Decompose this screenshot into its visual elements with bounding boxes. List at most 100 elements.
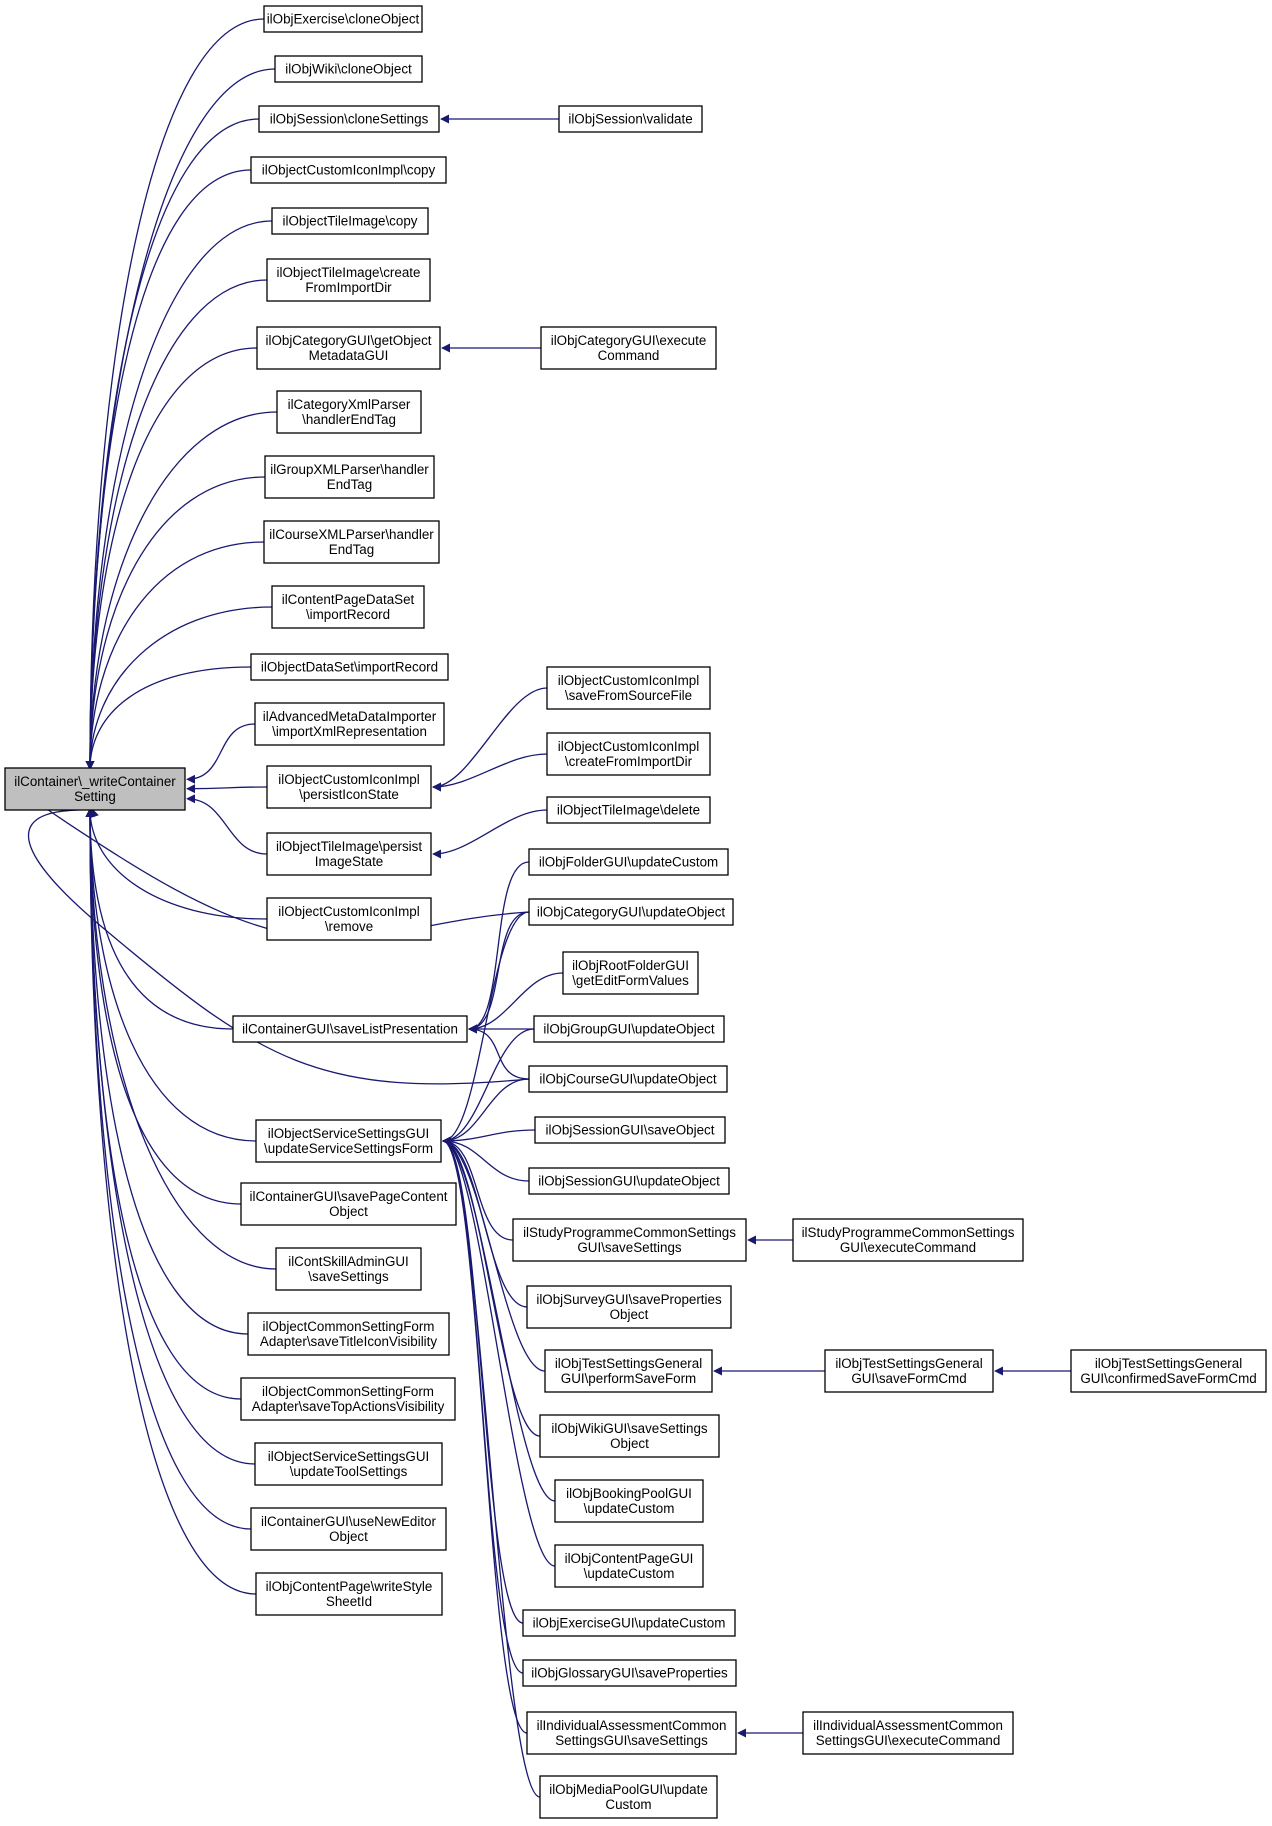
function-node[interactable]: ilObjGlossaryGUI\saveProperties [522, 1659, 737, 1687]
node-box [824, 1349, 994, 1393]
function-node[interactable]: ilGroupXMLParser\handlerEndTag [264, 455, 435, 499]
node-box [276, 390, 422, 434]
function-node[interactable]: ilObjTestSettingsGeneralGUI\confirmedSav… [1070, 1349, 1267, 1393]
node-box [534, 1116, 726, 1144]
function-node[interactable]: ilStudyProgrammeCommonSettingsGUI\saveSe… [512, 1218, 747, 1262]
function-node[interactable]: ilObjectServiceSettingsGUI\updateToolSet… [254, 1442, 443, 1486]
node-label: Object [329, 1204, 368, 1219]
node-label: ImageState [315, 854, 383, 869]
edge-arrow [186, 794, 268, 855]
function-node[interactable]: ilObjBookingPoolGUI\updateCustom [554, 1479, 704, 1523]
function-node[interactable]: ilObjSessionGUI\saveObject [534, 1116, 726, 1144]
function-node[interactable]: ilCourseXMLParser\handlerEndTag [263, 520, 440, 564]
node-label: \createFromImportDir [565, 754, 693, 769]
node-label: Setting [74, 789, 116, 804]
function-node[interactable]: ilIndividualAssessmentCommonSettingsGUI\… [526, 1711, 737, 1755]
node-label: ilObjectCustomIconImpl [278, 772, 419, 787]
function-node[interactable]: ilObjTestSettingsGeneralGUI\performSaveF… [544, 1349, 713, 1393]
function-node[interactable]: ilObjWiki\cloneObject [274, 55, 423, 83]
node-label: Command [598, 348, 660, 363]
function-node[interactable]: ilObjectCustomIconImpl\createFromImportD… [546, 732, 711, 776]
node-label: ilObjGlossaryGUI\saveProperties [531, 1666, 728, 1681]
node-box [526, 1285, 732, 1329]
function-node[interactable]: ilObjSessionGUI\updateObject [528, 1167, 730, 1195]
function-node[interactable]: ilObjectCustomIconImpl\saveFromSourceFil… [546, 666, 711, 710]
function-node[interactable]: ilObjFolderGUI\updateCustom [528, 848, 729, 876]
edge-arrow [85, 18, 265, 770]
node-label: GUI\executeCommand [840, 1240, 976, 1255]
function-node[interactable]: ilObjectCustomIconImpl\remove [266, 897, 432, 941]
function-node[interactable]: ilObjContentPageGUI\updateCustom [554, 1544, 704, 1588]
function-node[interactable]: ilContentPageDataSet\importRecord [271, 585, 425, 629]
node-box [558, 105, 703, 133]
edge-arrow [85, 808, 249, 1335]
function-node[interactable]: ilObjExerciseGUI\updateCustom [522, 1609, 736, 1637]
node-box [512, 1218, 747, 1262]
node-label: Adapter\saveTitleIconVisibility [260, 1334, 437, 1349]
function-node[interactable]: ilObjectCustomIconImpl\copy [250, 156, 447, 184]
node-label: ilObjBookingPoolGUI [566, 1486, 692, 1501]
function-node[interactable]: ilObjectCustomIconImpl\persistIconState [266, 765, 432, 809]
edge-arrow [85, 808, 268, 920]
function-node[interactable]: ilObjectTileImage\delete [546, 796, 711, 824]
node-label: \importXmlRepresentation [272, 724, 427, 739]
function-node[interactable]: ilObjectCommonSettingFormAdapter\saveTit… [247, 1312, 450, 1356]
function-node[interactable]: ilContSkillAdminGUI\saveSettings [275, 1247, 422, 1291]
node-label: ilObjWiki\cloneObject [285, 62, 412, 77]
edge-arrow [85, 220, 273, 770]
edge-arrow [468, 861, 530, 1034]
edge-arrow [85, 476, 266, 770]
edge-arrow [85, 666, 252, 770]
node-box [546, 666, 711, 710]
function-node[interactable]: ilObjectDataSet\importRecord [250, 653, 449, 681]
function-node[interactable]: ilIndividualAssessmentCommonSettingsGUI\… [802, 1711, 1014, 1755]
edge-arrow [85, 808, 257, 1595]
node-label: ilObjTestSettingsGeneral [835, 1356, 982, 1371]
function-node[interactable]: ilStudyProgrammeCommonSettingsGUI\execut… [792, 1218, 1024, 1262]
edge-arrow [442, 1078, 530, 1146]
node-box [256, 326, 441, 370]
function-node[interactable]: ilObjectTileImage\createFromImportDir [266, 258, 431, 302]
node-label: ilStudyProgrammeCommonSettings [802, 1225, 1015, 1240]
function-node[interactable]: ilObjRootFolderGUI\getEditFormValues [562, 951, 699, 995]
node-box [264, 455, 435, 499]
node-label: ilObjectTileImage\delete [557, 803, 700, 818]
node-label: ilStudyProgrammeCommonSettings [523, 1225, 736, 1240]
node-label: GUI\performSaveForm [561, 1371, 696, 1386]
function-node[interactable]: ilObjectTileImage\copy [271, 207, 429, 235]
node-label: ilObjExerciseGUI\updateCustom [533, 1616, 726, 1631]
node-box [792, 1218, 1024, 1262]
node-label: \saveFromSourceFile [565, 688, 692, 703]
function-node[interactable]: ilObjectServiceSettingsGUI\updateService… [255, 1119, 442, 1163]
node-label: ilObjectCommonSettingForm [262, 1384, 434, 1399]
node-label: ilObjCategoryGUI\updateObject [537, 905, 726, 920]
function-node[interactable]: ilObjSession\cloneSettings [258, 105, 440, 133]
function-node[interactable]: ilObjSession\validate [558, 105, 703, 133]
function-node[interactable]: ilObjCourseGUI\updateObject [528, 1065, 728, 1093]
function-node[interactable]: ilAdvancedMetaDataImporter\importXmlRepr… [254, 702, 445, 746]
edge-arrow [468, 1024, 530, 1080]
node-label: ilContSkillAdminGUI [288, 1254, 409, 1269]
function-node[interactable]: ilContainerGUI\saveListPresentation [232, 1015, 468, 1043]
node-label: \updateCustom [584, 1566, 675, 1581]
function-node[interactable]: ilObjectCommonSettingFormAdapter\saveTop… [240, 1377, 456, 1421]
function-node[interactable]: ilCategoryXmlParser\handlerEndTag [276, 390, 422, 434]
function-node[interactable]: ilObjCategoryGUI\executeCommand [540, 326, 717, 370]
node-label: Object [329, 1529, 368, 1544]
function-node[interactable]: ilObjMediaPoolGUI\updateCustom [539, 1775, 718, 1819]
node-label: ilObjWikiGUI\saveSettings [551, 1421, 708, 1436]
node-label: \saveSettings [308, 1269, 389, 1284]
function-node[interactable]: ilObjExercise\cloneObject [263, 5, 423, 33]
function-node[interactable]: ilObjCategoryGUI\updateObject [528, 898, 734, 926]
node-label: ilContainerGUI\savePageContent [250, 1189, 448, 1204]
function-node[interactable]: ilObjGroupGUI\updateObject [533, 1015, 725, 1043]
